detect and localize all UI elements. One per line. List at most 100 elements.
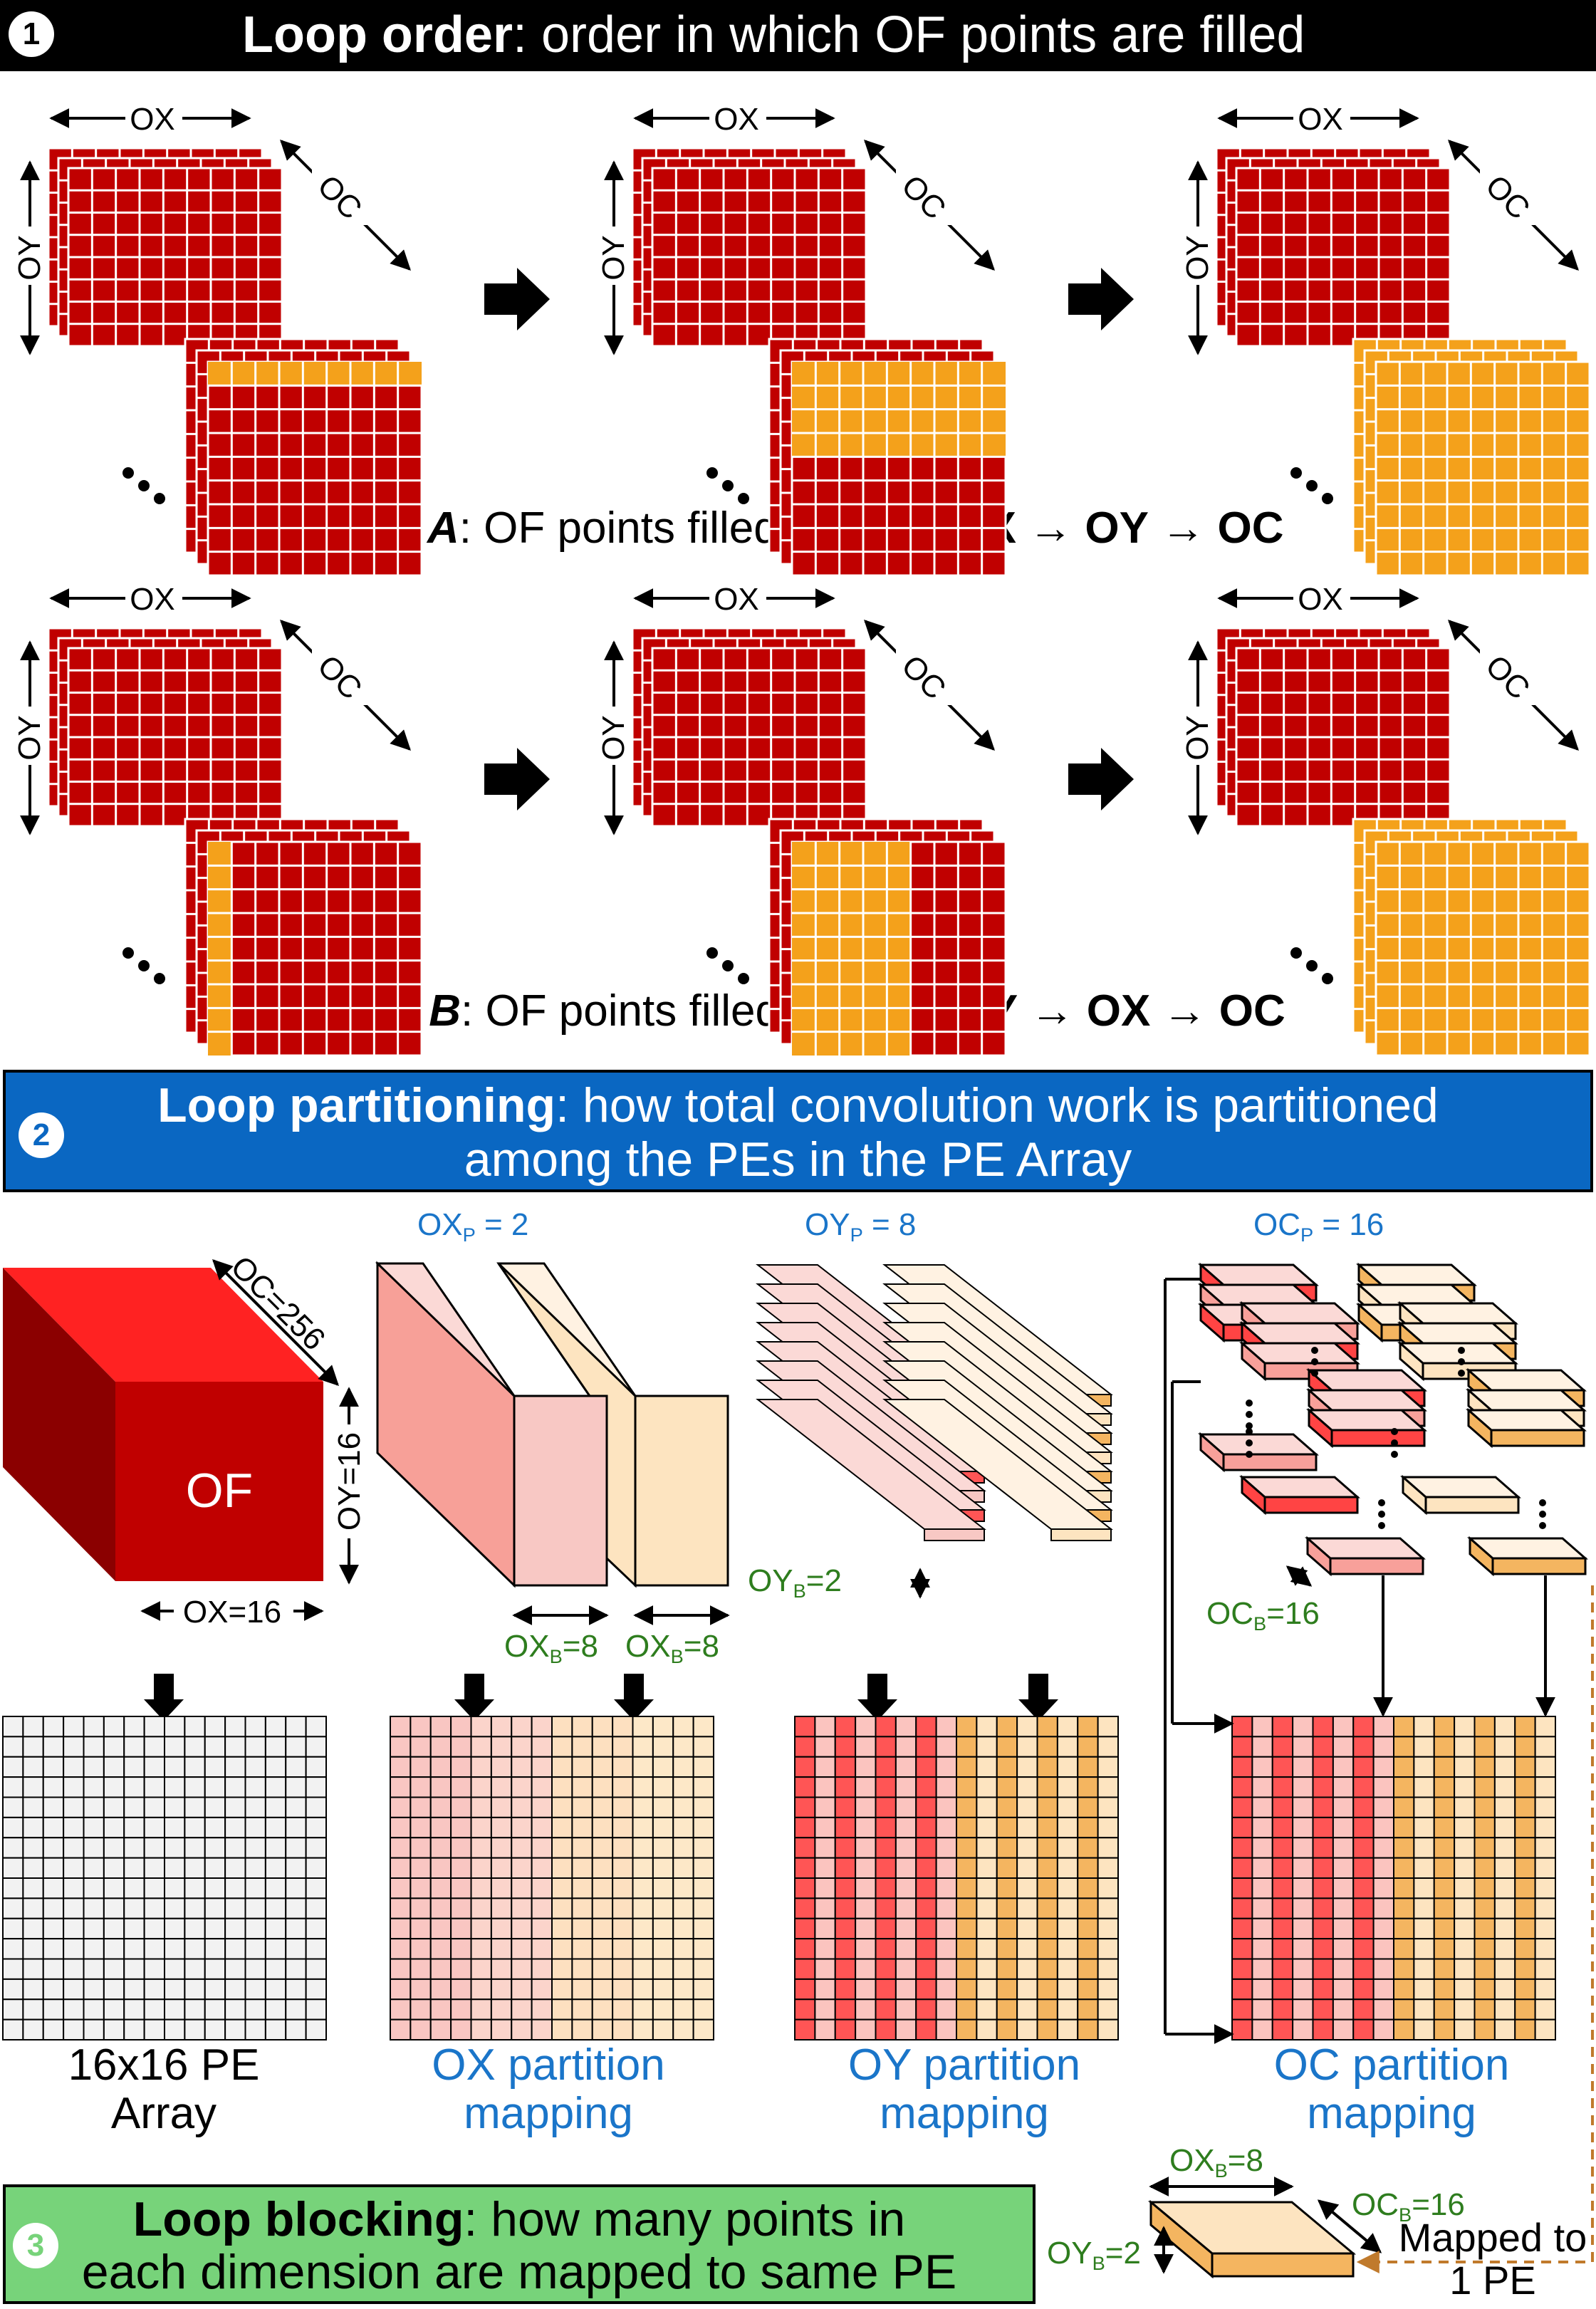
- pe-cell: [1231, 1837, 1253, 1859]
- pe-cell: [571, 1816, 593, 1839]
- pe-cell: [42, 1857, 65, 1879]
- pe-cell: [1097, 1837, 1119, 1859]
- pe-cell: [143, 1857, 165, 1879]
- pe-cell: [1514, 1796, 1536, 1818]
- pe-cell: [1433, 1897, 1456, 1919]
- pe-cell: [22, 1998, 44, 2021]
- pe-cell: [143, 2018, 165, 2040]
- pe-cell: [814, 1857, 836, 1879]
- pe-cell: [1514, 1736, 1536, 1758]
- pe-cell: [490, 1736, 513, 1758]
- pe-cell: [1271, 1716, 1294, 1738]
- pe-cell: [935, 1917, 957, 1940]
- pe-cell: [672, 2018, 694, 2040]
- pe-cell: [143, 1978, 165, 2001]
- pe-cell: [450, 1756, 472, 1778]
- pe-cell: [915, 1857, 937, 1879]
- pe-cell: [551, 1877, 573, 1899]
- pe-cell: [1251, 1897, 1273, 1919]
- pe-cell: [63, 1877, 85, 1899]
- pe-cell: [390, 1816, 412, 1839]
- pe-cell: [1016, 1716, 1038, 1738]
- pe-cell: [1251, 1756, 1273, 1778]
- pe-cell: [692, 1998, 714, 2021]
- ox-label: OX: [714, 582, 759, 617]
- pe-cell: [164, 1897, 186, 1919]
- pe-cell: [410, 1857, 432, 1879]
- pe-cell: [571, 1938, 593, 1960]
- pe-cell: [1454, 1917, 1476, 1940]
- pe-cell: [123, 2018, 145, 2040]
- pe-cell: [123, 1756, 145, 1778]
- pe-cell: [895, 1796, 917, 1818]
- pe-cell: [1352, 1998, 1375, 2021]
- pe-cell: [1097, 1917, 1119, 1940]
- pe-cell: [1016, 2018, 1038, 2040]
- pe-cell: [1271, 1837, 1294, 1859]
- pe-cell: [632, 1756, 654, 1778]
- pe-cell: [470, 1998, 492, 2021]
- pe-cell: [692, 1816, 714, 1839]
- pe-cell: [875, 1958, 897, 1980]
- pe-cell: [672, 1837, 694, 1859]
- pe-cell: [1454, 1877, 1476, 1899]
- pe-cell: [285, 1857, 307, 1879]
- mapping-arrow: [614, 1674, 654, 1721]
- pe-cell: [103, 1716, 125, 1738]
- pe-cell: [814, 1958, 836, 1980]
- pe-cell: [531, 1998, 553, 2021]
- pe-cell: [875, 1756, 897, 1778]
- pe-cell: [511, 1716, 533, 1738]
- pe-cell: [976, 1857, 998, 1879]
- oxb-label: OXB=8: [625, 1629, 719, 1667]
- pe-cell: [450, 2018, 472, 2040]
- pe-cell: [1271, 1736, 1294, 1758]
- ellipsis-dot: [154, 973, 165, 984]
- pe-cell: [244, 1938, 266, 1960]
- pe-cell: [571, 1877, 593, 1899]
- pe-cell: [83, 1796, 105, 1818]
- pe-cell: [470, 1756, 492, 1778]
- pe-cell: [814, 1816, 836, 1839]
- pe-cell: [305, 1716, 327, 1738]
- pe-cell: [1271, 1938, 1294, 1960]
- pe-cell: [204, 1857, 226, 1879]
- pe-cell: [935, 1736, 957, 1758]
- pe-cell: [490, 1796, 513, 1818]
- pe-cell: [794, 2018, 816, 2040]
- pe-cell: [1474, 1857, 1496, 1879]
- pe-cell: [264, 1897, 287, 1919]
- pe-cell: [2, 1998, 24, 2021]
- pe-cell: [1271, 1796, 1294, 1818]
- pe-cell: [1493, 1716, 1516, 1738]
- pe-cell: [531, 1897, 553, 1919]
- pe-cell: [143, 1998, 165, 2021]
- pe-cell: [1413, 1756, 1435, 1778]
- pe-cell: [1271, 1877, 1294, 1899]
- pe-cell: [22, 1978, 44, 2001]
- pe-cell: [1077, 1978, 1099, 2001]
- pe-cell: [895, 1716, 917, 1738]
- oc-dimension-arrow: [212, 1259, 339, 1386]
- pe-cell: [305, 1796, 327, 1818]
- section1-number-badge: 1: [9, 11, 54, 57]
- pe-cell: [410, 1837, 432, 1859]
- pe-cell: [285, 1917, 307, 1940]
- pe-cell: [264, 1736, 287, 1758]
- pe-cell: [1433, 1877, 1456, 1899]
- pe-cell: [1271, 1816, 1294, 1839]
- pe-cell: [204, 1796, 226, 1818]
- pe-cell: [794, 1816, 816, 1839]
- pe-cell: [652, 2018, 674, 2040]
- pe-cell: [511, 1917, 533, 1940]
- pe-cell: [470, 1716, 492, 1738]
- ellipsis-dot: [706, 947, 718, 959]
- pe-cell: [244, 1917, 266, 1940]
- pe-cell: [184, 1917, 206, 1940]
- pe-cell: [511, 1978, 533, 2001]
- pe-cell: [1077, 1877, 1099, 1899]
- pe-cell: [1036, 1857, 1058, 1879]
- pe-cell: [1312, 1756, 1334, 1778]
- pe-cell: [42, 1897, 65, 1919]
- ellipsis-dot: [1391, 1451, 1398, 1458]
